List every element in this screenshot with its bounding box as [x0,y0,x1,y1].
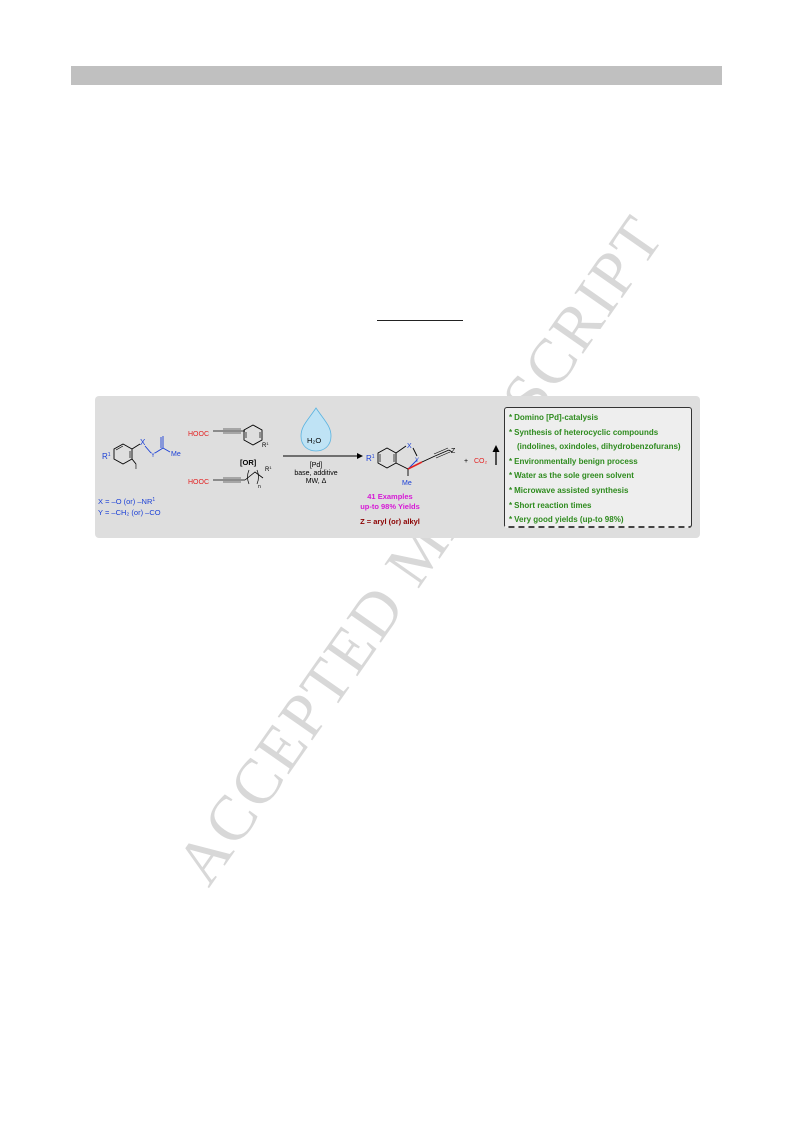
x-label: X [140,438,146,447]
plus-sign: + [464,458,468,465]
co2-label: CO₂ [474,458,488,465]
highlights-box: *Domino [Pd]-catalysis *Synthesis of het… [504,407,692,528]
product-x-label: X [407,443,412,450]
bullet-icon: * [509,413,513,422]
r-subst: R1 [262,441,269,449]
yields-label: up-to 98% Yields [360,502,420,511]
iodo-label: I [135,464,137,471]
bullet-icon: * [509,485,513,495]
r1-label: R1 [102,452,111,461]
highlight-item: *Microwave assisted synthesis [509,485,629,495]
water-label: H₂O [307,436,321,445]
highlight-item: *Very good yields (up-to 98%) [509,515,624,525]
examples-label: 41 Examples [367,492,412,501]
title-underline [377,320,463,321]
highlight-item: *Environmentally benign process [509,456,638,466]
bullet-icon: * [509,471,513,481]
aryl-propiolic-acid [213,424,263,446]
graphical-abstract: R1 X Y Me I X = –O (or) –NR1 Y = –CH₂ (o… [95,396,700,538]
cooh-label-1: HOOC [188,431,209,438]
or-label: [OR] [240,458,257,467]
product-r1-label: R1 [366,454,375,463]
z-definition: Z = aryl (or) alkyl [360,517,420,526]
product-me-label: Me [402,480,412,487]
y-label: Y [151,453,155,459]
gas-evolution-arrow [492,445,500,465]
r1-subst: R1 [265,465,272,473]
catalyst-label: [Pd] [310,462,323,469]
y-definition: Y = –CH₂ (or) –CO [98,508,161,517]
base-additive-label: base, additive [294,470,337,477]
cooh-label-2: HOOC [188,479,209,486]
alkyl-propiolic-acid [213,469,264,485]
highlight-item: *Water as the sole green solvent [509,471,634,481]
reaction-scheme: R1 X Y Me I X = –O (or) –NR1 Y = –CH₂ (o… [98,407,500,526]
highlight-item: *Short reaction times [509,500,592,510]
reaction-arrow [283,453,363,459]
bullet-icon: * [509,515,513,525]
watermark: ACCEPTED MANUSCRIPT [161,202,678,897]
water-drop-icon [300,407,332,452]
highlight-item: *Synthesis of heterocyclic compounds [509,427,659,437]
me-label: Me [171,451,181,458]
n-subscript: n [258,484,261,490]
header-bar [71,66,722,85]
product-structure [377,445,453,476]
product-y-label: Y [415,458,419,464]
highlight-item-continuation: (indolines, oxindoles, dihydrobenzofuran… [517,442,681,452]
x-definition: X = –O (or) –NR1 [98,497,155,506]
bullet-icon: * [509,456,513,466]
aryl-iodide-structure [113,436,171,465]
z-label: Z [451,448,456,455]
bullet-icon: * [509,500,513,510]
mw-label: MW, Δ [306,478,327,485]
highlight-item: *Domino [Pd]-catalysis [509,413,599,422]
bullet-icon: * [509,427,513,437]
